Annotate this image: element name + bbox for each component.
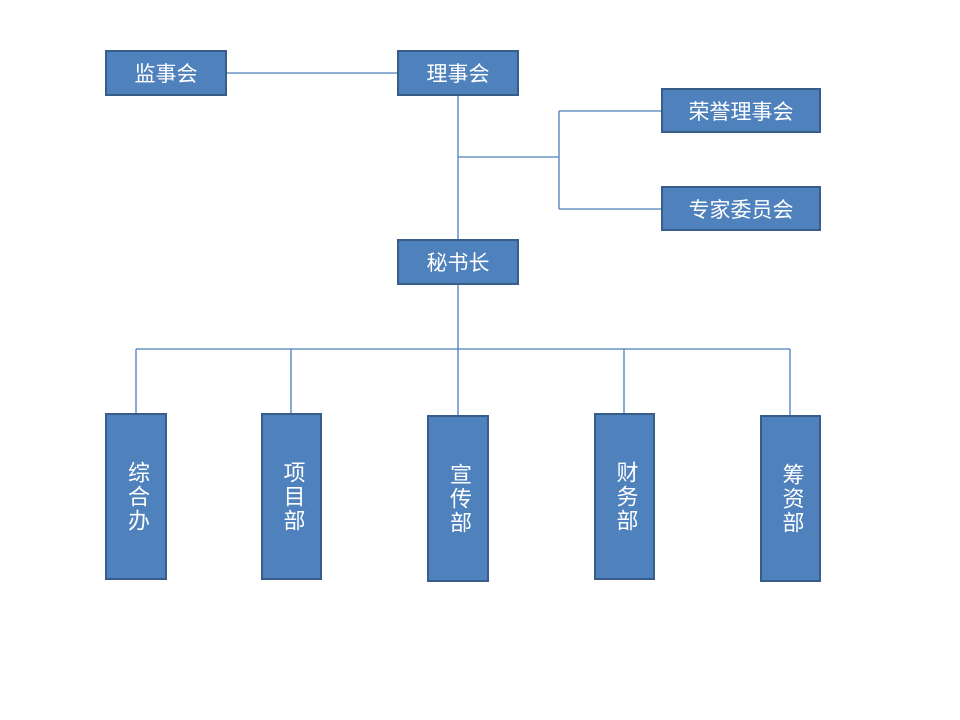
fundraising-dept-box: 筹资部 <box>760 415 821 582</box>
general-office-box: 综合办 <box>105 413 167 580</box>
board-of-directors-box: 理事会 <box>397 50 519 96</box>
finance-dept-box: 财务部 <box>594 413 655 580</box>
fundraising-dept-label: 筹资部 <box>778 462 804 535</box>
honorary-board-box: 荣誉理事会 <box>661 88 821 133</box>
project-dept-label: 项目部 <box>279 460 305 533</box>
expert-committee-label: 专家委员会 <box>688 197 794 222</box>
project-dept-box: 项目部 <box>261 413 322 580</box>
supervisory-board-label: 监事会 <box>134 62 198 86</box>
secretary-general-label: 秘书长 <box>426 251 490 275</box>
honorary-board-label: 荣誉理事会 <box>688 99 794 124</box>
general-office-label: 综合办 <box>124 460 149 533</box>
publicity-dept-box: 宣传部 <box>427 415 489 582</box>
finance-dept-label: 财务部 <box>612 460 638 533</box>
expert-committee-box: 专家委员会 <box>661 186 821 231</box>
board-of-directors-label: 理事会 <box>426 62 490 86</box>
secretary-general-box: 秘书长 <box>397 239 519 285</box>
supervisory-board-box: 监事会 <box>105 50 227 96</box>
publicity-dept-label: 宣传部 <box>446 462 471 535</box>
